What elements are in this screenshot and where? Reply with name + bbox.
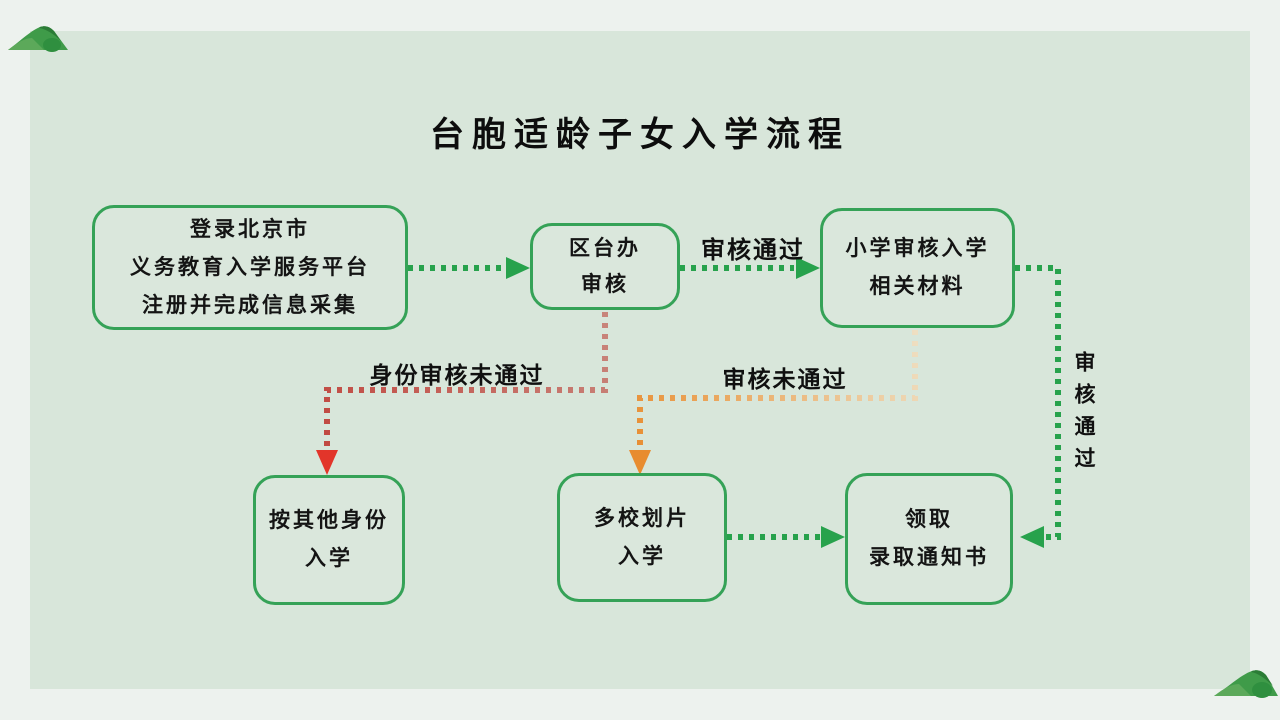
edge-school-to-multischool <box>637 330 918 450</box>
node-text-line: 按其他身份 <box>269 509 389 532</box>
node-text-line: 区台办 <box>569 236 641 260</box>
node-text-line: 登录北京市 <box>190 217 310 241</box>
page-title: 台胞适龄子女入学流程 <box>430 116 850 154</box>
flowchart-panel: 台胞适龄子女入学流程 <box>30 31 1250 689</box>
node-text-line: 领取 <box>905 508 953 531</box>
edge-label-review-failed: 审核未通过 <box>722 366 848 392</box>
node-text-line: 义务教育入学服务平台 <box>130 255 370 279</box>
node-text-line: 相关材料 <box>869 275 966 298</box>
edge-label-review-passed-vertical: 审核通过 <box>1072 351 1095 479</box>
arrowhead-login-to-district <box>506 257 530 279</box>
node-text-line: 录取通知书 <box>869 546 989 569</box>
node-multi-school-zoning: 多校划片 入学 <box>557 473 727 602</box>
connector-layer <box>316 257 1061 548</box>
hill-decoration-icon <box>1214 670 1278 698</box>
node-text-line: 小学审核入学 <box>845 237 990 260</box>
hill-decoration-icon <box>8 26 68 52</box>
arrowhead-school-to-multischool <box>629 450 651 475</box>
node-admission-notice: 领取 录取通知书 <box>845 473 1013 605</box>
node-text-line: 注册并完成信息采集 <box>142 293 358 317</box>
node-text-line: 审核 <box>581 272 629 296</box>
arrowhead-multischool-to-admission <box>821 526 845 548</box>
edge-school-to-admission <box>1015 265 1061 540</box>
arrowhead-district-to-other-identity <box>316 450 338 475</box>
node-text-line: 多校划片 <box>594 506 690 530</box>
arrowhead-school-to-admission <box>1020 526 1044 548</box>
node-login-platform: 登录北京市 义务教育入学服务平台 注册并完成信息采集 <box>92 205 408 330</box>
node-text-line: 入学 <box>618 544 666 568</box>
edge-label-identity-review-failed: 身份审核未通过 <box>369 362 545 388</box>
arrowhead-district-to-school <box>796 257 820 279</box>
node-school-review: 小学审核入学 相关材料 <box>820 208 1015 328</box>
node-text-line: 入学 <box>305 547 353 570</box>
node-district-taiwan-office: 区台办 审核 <box>530 223 680 310</box>
node-other-identity: 按其他身份 入学 <box>253 475 405 605</box>
edge-label-review-passed: 审核通过 <box>701 237 805 264</box>
edge-district-to-other-identity <box>324 312 608 450</box>
